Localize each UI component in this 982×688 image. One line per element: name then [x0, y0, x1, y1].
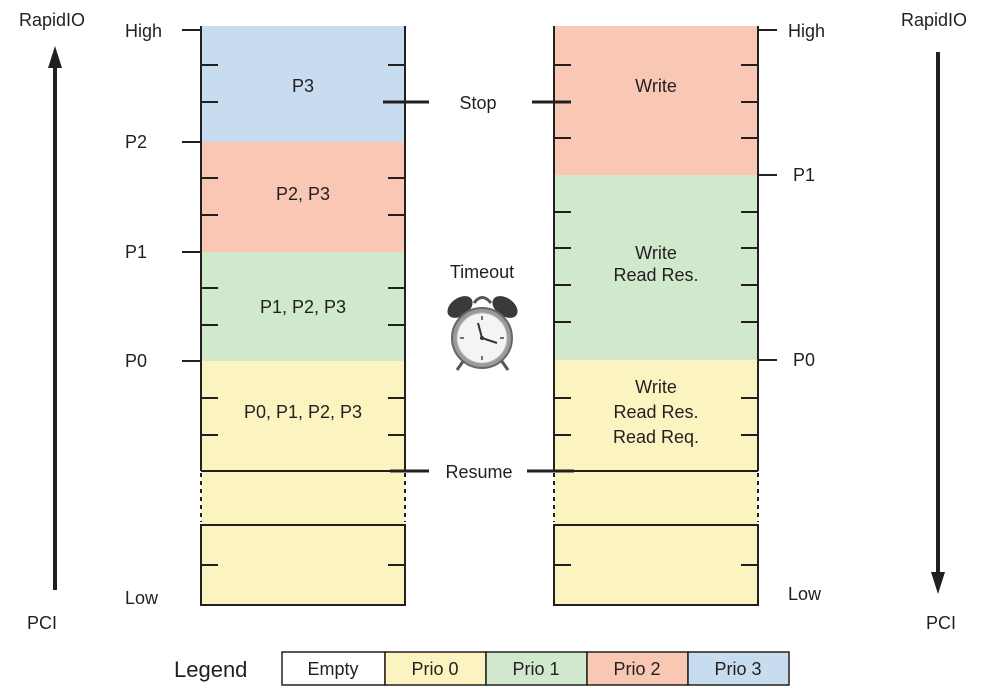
legend-title: Legend [174, 657, 247, 682]
left-tick-low: Low [125, 588, 159, 608]
right-zone-prio0-label-1: Write [635, 377, 677, 397]
legend-swatch-prio1 [485, 651, 588, 686]
left-direction-arrow [48, 46, 62, 590]
legend-swatch-prio2 [586, 651, 689, 686]
right-zone-gap [554, 471, 758, 525]
right-tick-p1: P1 [793, 165, 815, 185]
left-top-label: RapidIO [19, 10, 85, 30]
resume-label: Resume [445, 462, 512, 482]
legend-swatch-prio3 [687, 651, 790, 686]
legend: Legend Empty Prio 0 Prio 1 Prio 2 Prio 3 [174, 651, 790, 686]
right-tick-low: Low [788, 584, 822, 604]
left-zone-p0-label: P0, P1, P2, P3 [244, 402, 362, 422]
right-buffer-ticks [554, 29, 777, 566]
right-zone-prio0-label-3: Read Req. [613, 427, 699, 447]
left-zone-gap [201, 471, 405, 525]
timeout-label: Timeout [450, 262, 514, 282]
legend-label-prio1: Prio 1 [512, 659, 559, 679]
alarm-clock-icon [447, 296, 518, 371]
left-tick-p2: P2 [125, 132, 147, 152]
left-tick-p1: P1 [125, 242, 147, 262]
legend-label-prio0: Prio 0 [411, 659, 458, 679]
left-zone-p2 [201, 142, 405, 252]
left-zone-p2-label: P2, P3 [276, 184, 330, 204]
right-zone-prio1 [554, 175, 758, 360]
right-zone-prio1-label-1: Write [635, 243, 677, 263]
left-zone-p1 [201, 252, 405, 361]
right-zone-prio2-label: Write [635, 76, 677, 96]
stop-label: Stop [459, 93, 496, 113]
right-buffer: High P1 P0 Low Write Write Read Res. Wri… [553, 21, 825, 606]
right-zone-bottom [554, 525, 758, 605]
left-zone-p0 [201, 361, 405, 471]
legend-swatch-prio0 [384, 651, 487, 686]
left-zone-p3 [201, 26, 405, 142]
right-direction-arrow [931, 52, 945, 594]
left-zone-p1-label: P1, P2, P3 [260, 297, 346, 317]
right-top-label: RapidIO [901, 10, 967, 30]
right-zone-prio2 [554, 26, 758, 175]
legend-label-prio2: Prio 2 [613, 659, 660, 679]
right-tick-p0: P0 [793, 350, 815, 370]
left-bottom-label: PCI [27, 613, 57, 633]
left-buffer-ticks [182, 29, 405, 566]
left-zone-p3-label: P3 [292, 76, 314, 96]
left-tick-high: High [125, 21, 162, 41]
left-zone-bottom [201, 525, 405, 605]
legend-label-empty: Empty [307, 659, 358, 679]
right-tick-high: High [788, 21, 825, 41]
right-zone-prio0-label-2: Read Res. [613, 402, 698, 422]
legend-swatch-empty [281, 651, 386, 686]
right-bottom-label: PCI [926, 613, 956, 633]
left-buffer: High P2 P1 P0 Low P3 P2, P3 P1, P2, P3 P… [125, 21, 406, 608]
legend-label-prio3: Prio 3 [714, 659, 761, 679]
right-zone-prio0 [554, 360, 758, 471]
left-tick-p0: P0 [125, 351, 147, 371]
right-zone-prio1-label-2: Read Res. [613, 265, 698, 285]
